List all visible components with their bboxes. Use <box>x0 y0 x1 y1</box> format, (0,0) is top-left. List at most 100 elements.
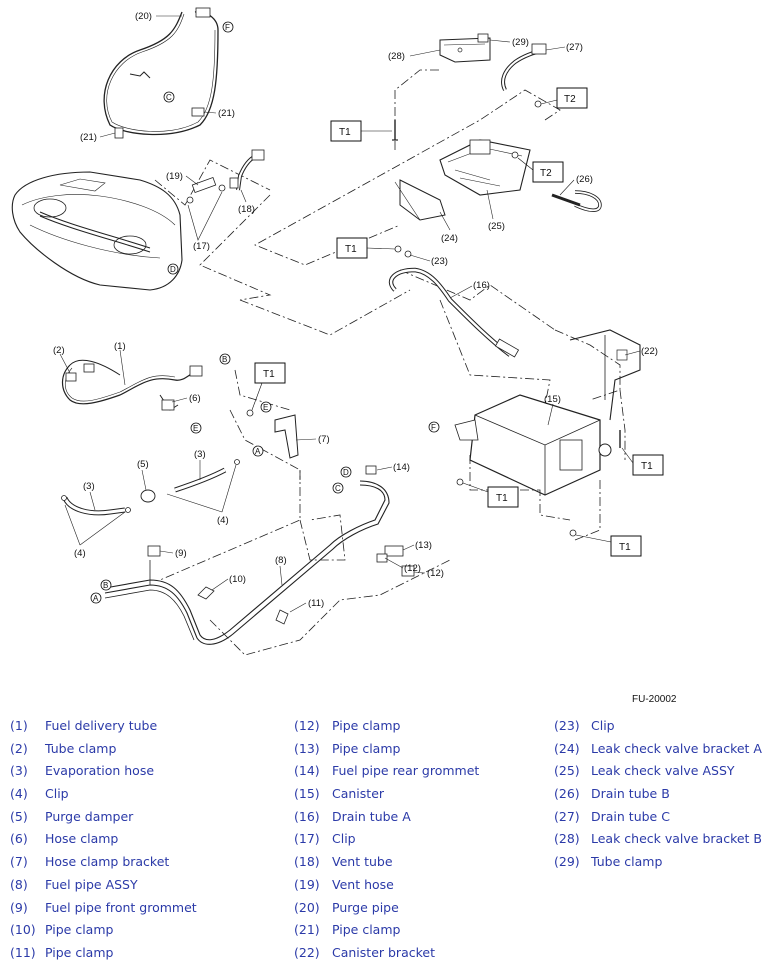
connector-f-top: F <box>222 21 234 33</box>
callout-21: (21) <box>218 108 235 119</box>
connector-e-bracket: E <box>260 401 272 413</box>
callout-4b: (4) <box>74 548 86 559</box>
callout-18: (18) <box>238 204 255 215</box>
callout-16: (16) <box>473 280 490 291</box>
hose-clamp-bracket <box>246 409 299 459</box>
connector-letters: F C D B E E A F D C B A <box>90 21 440 604</box>
legend-item-number: (24) <box>554 740 580 756</box>
legend-item-number: (14) <box>294 763 320 779</box>
connector-a-pipe: A <box>90 592 102 604</box>
legend-item-number: (27) <box>554 808 580 824</box>
legend-item-number: (18) <box>294 854 320 870</box>
leak-check-valve-area <box>392 33 602 258</box>
legend-item-name: Clip <box>332 831 356 847</box>
legend-item-name: Tube clamp <box>591 854 663 870</box>
svg-text:T2: T2 <box>540 168 552 179</box>
connector-c-top: C <box>163 91 175 103</box>
callout-20: (20) <box>135 11 152 22</box>
canister <box>454 329 641 537</box>
torque-box-t1-top: T1 <box>330 120 392 142</box>
legend-item-name: Pipe clamp <box>332 922 401 938</box>
legend-item-number: (5) <box>10 808 28 824</box>
svg-text:D: D <box>343 468 349 477</box>
svg-text:C: C <box>166 93 172 102</box>
legend-item-number: (8) <box>10 876 28 892</box>
drain-tube-a <box>388 267 520 358</box>
svg-text:F: F <box>225 23 230 32</box>
svg-text:T1: T1 <box>496 493 508 504</box>
legend-item-name: Leak check valve bracket B <box>591 831 763 847</box>
callout-25: (25) <box>488 221 505 232</box>
torque-box-t2-a: T2 <box>540 87 588 109</box>
legend-item-number: (2) <box>10 740 28 756</box>
legend-item-name: Leak check valve ASSY <box>591 763 735 779</box>
svg-text:E: E <box>193 424 198 433</box>
purge-pipe <box>103 7 219 139</box>
legend-item-number: (9) <box>10 899 28 915</box>
legend-item-name: Drain tube B <box>591 786 670 802</box>
callout-27: (27) <box>566 42 583 53</box>
fuel-delivery-tube <box>61 359 203 411</box>
callout-17: (17) <box>193 241 210 252</box>
legend-item-name: Canister <box>332 786 385 802</box>
torque-box-t1-right: T1 <box>621 447 664 476</box>
figure-id: FU-20002 <box>632 694 677 705</box>
callout-14: (14) <box>393 462 410 473</box>
legend-item-number: (6) <box>10 831 28 847</box>
legend-item-number: (28) <box>554 831 580 847</box>
svg-text:T1: T1 <box>263 369 275 380</box>
legend-item-name: Vent tube <box>332 854 393 870</box>
svg-text:C: C <box>335 484 341 493</box>
connector-d-pipe: D <box>340 466 352 478</box>
callout-2: (2) <box>53 345 65 356</box>
callout-11: (11) <box>308 598 324 609</box>
svg-text:T1: T1 <box>345 244 357 255</box>
callout-3: (3) <box>194 449 206 460</box>
legend-item-number: (29) <box>554 854 580 870</box>
legend-item-name: Canister bracket <box>332 944 435 960</box>
callout-labels: (20) (21) (21) (19) (18) (17) (28) (29) … <box>53 11 658 609</box>
legend-item-number: (1) <box>10 718 28 733</box>
callout-15: (15) <box>544 394 561 405</box>
legend-item-number: (26) <box>554 786 580 802</box>
leader-lines <box>59 15 641 613</box>
legend-item-name: Drain tube C <box>591 808 670 824</box>
legend-item-name: Tube clamp <box>45 740 117 756</box>
callout-12b: (12) <box>427 568 444 579</box>
legend-item-number: (3) <box>10 763 28 779</box>
callout-26: (26) <box>576 174 593 185</box>
svg-text:A: A <box>255 447 261 456</box>
callout-29: (29) <box>512 37 529 48</box>
legend-item-number: (17) <box>294 831 320 847</box>
callout-24: (24) <box>441 233 458 244</box>
callout-22: (22) <box>641 346 658 357</box>
legend-item-number: (23) <box>554 718 580 733</box>
callout-10: (10) <box>229 574 246 585</box>
legend-item-name: Clip <box>45 786 69 802</box>
legend-item-number: (4) <box>10 786 28 802</box>
legend-item-name: Evaporation hose <box>45 763 155 779</box>
torque-labels: T1 T2 T2 T1 T1 T1 T1 <box>251 87 664 557</box>
callout-4: (4) <box>217 515 229 526</box>
svg-text:F: F <box>431 423 436 432</box>
legend-item-name: Fuel pipe front grommet <box>45 899 197 915</box>
torque-box-t1-bottom: T1 <box>575 534 642 557</box>
svg-text:E: E <box>263 403 268 412</box>
legend-item-name: Vent hose <box>332 876 394 892</box>
legend-item-name: Pipe clamp <box>332 740 401 756</box>
callout-7: (7) <box>318 434 330 445</box>
legend-item-number: (12) <box>294 718 320 733</box>
torque-box-t1-canister: T1 <box>462 482 519 508</box>
connector-e-clamp: E <box>190 422 202 434</box>
legend-item-name: Fuel pipe rear grommet <box>332 763 480 779</box>
connector-b-tube: B <box>219 353 231 365</box>
svg-text:B: B <box>222 355 227 364</box>
legend-item-name: Fuel pipe ASSY <box>45 876 138 892</box>
svg-text:T1: T1 <box>641 461 653 472</box>
callout-8: (8) <box>275 555 287 566</box>
legend-item-name: Pipe clamp <box>332 718 401 733</box>
svg-text:D: D <box>170 265 176 274</box>
legend-item-name: Hose clamp bracket <box>45 854 170 870</box>
connector-c-pipe: C <box>332 482 344 494</box>
legend-item-name: Hose clamp <box>45 831 119 847</box>
